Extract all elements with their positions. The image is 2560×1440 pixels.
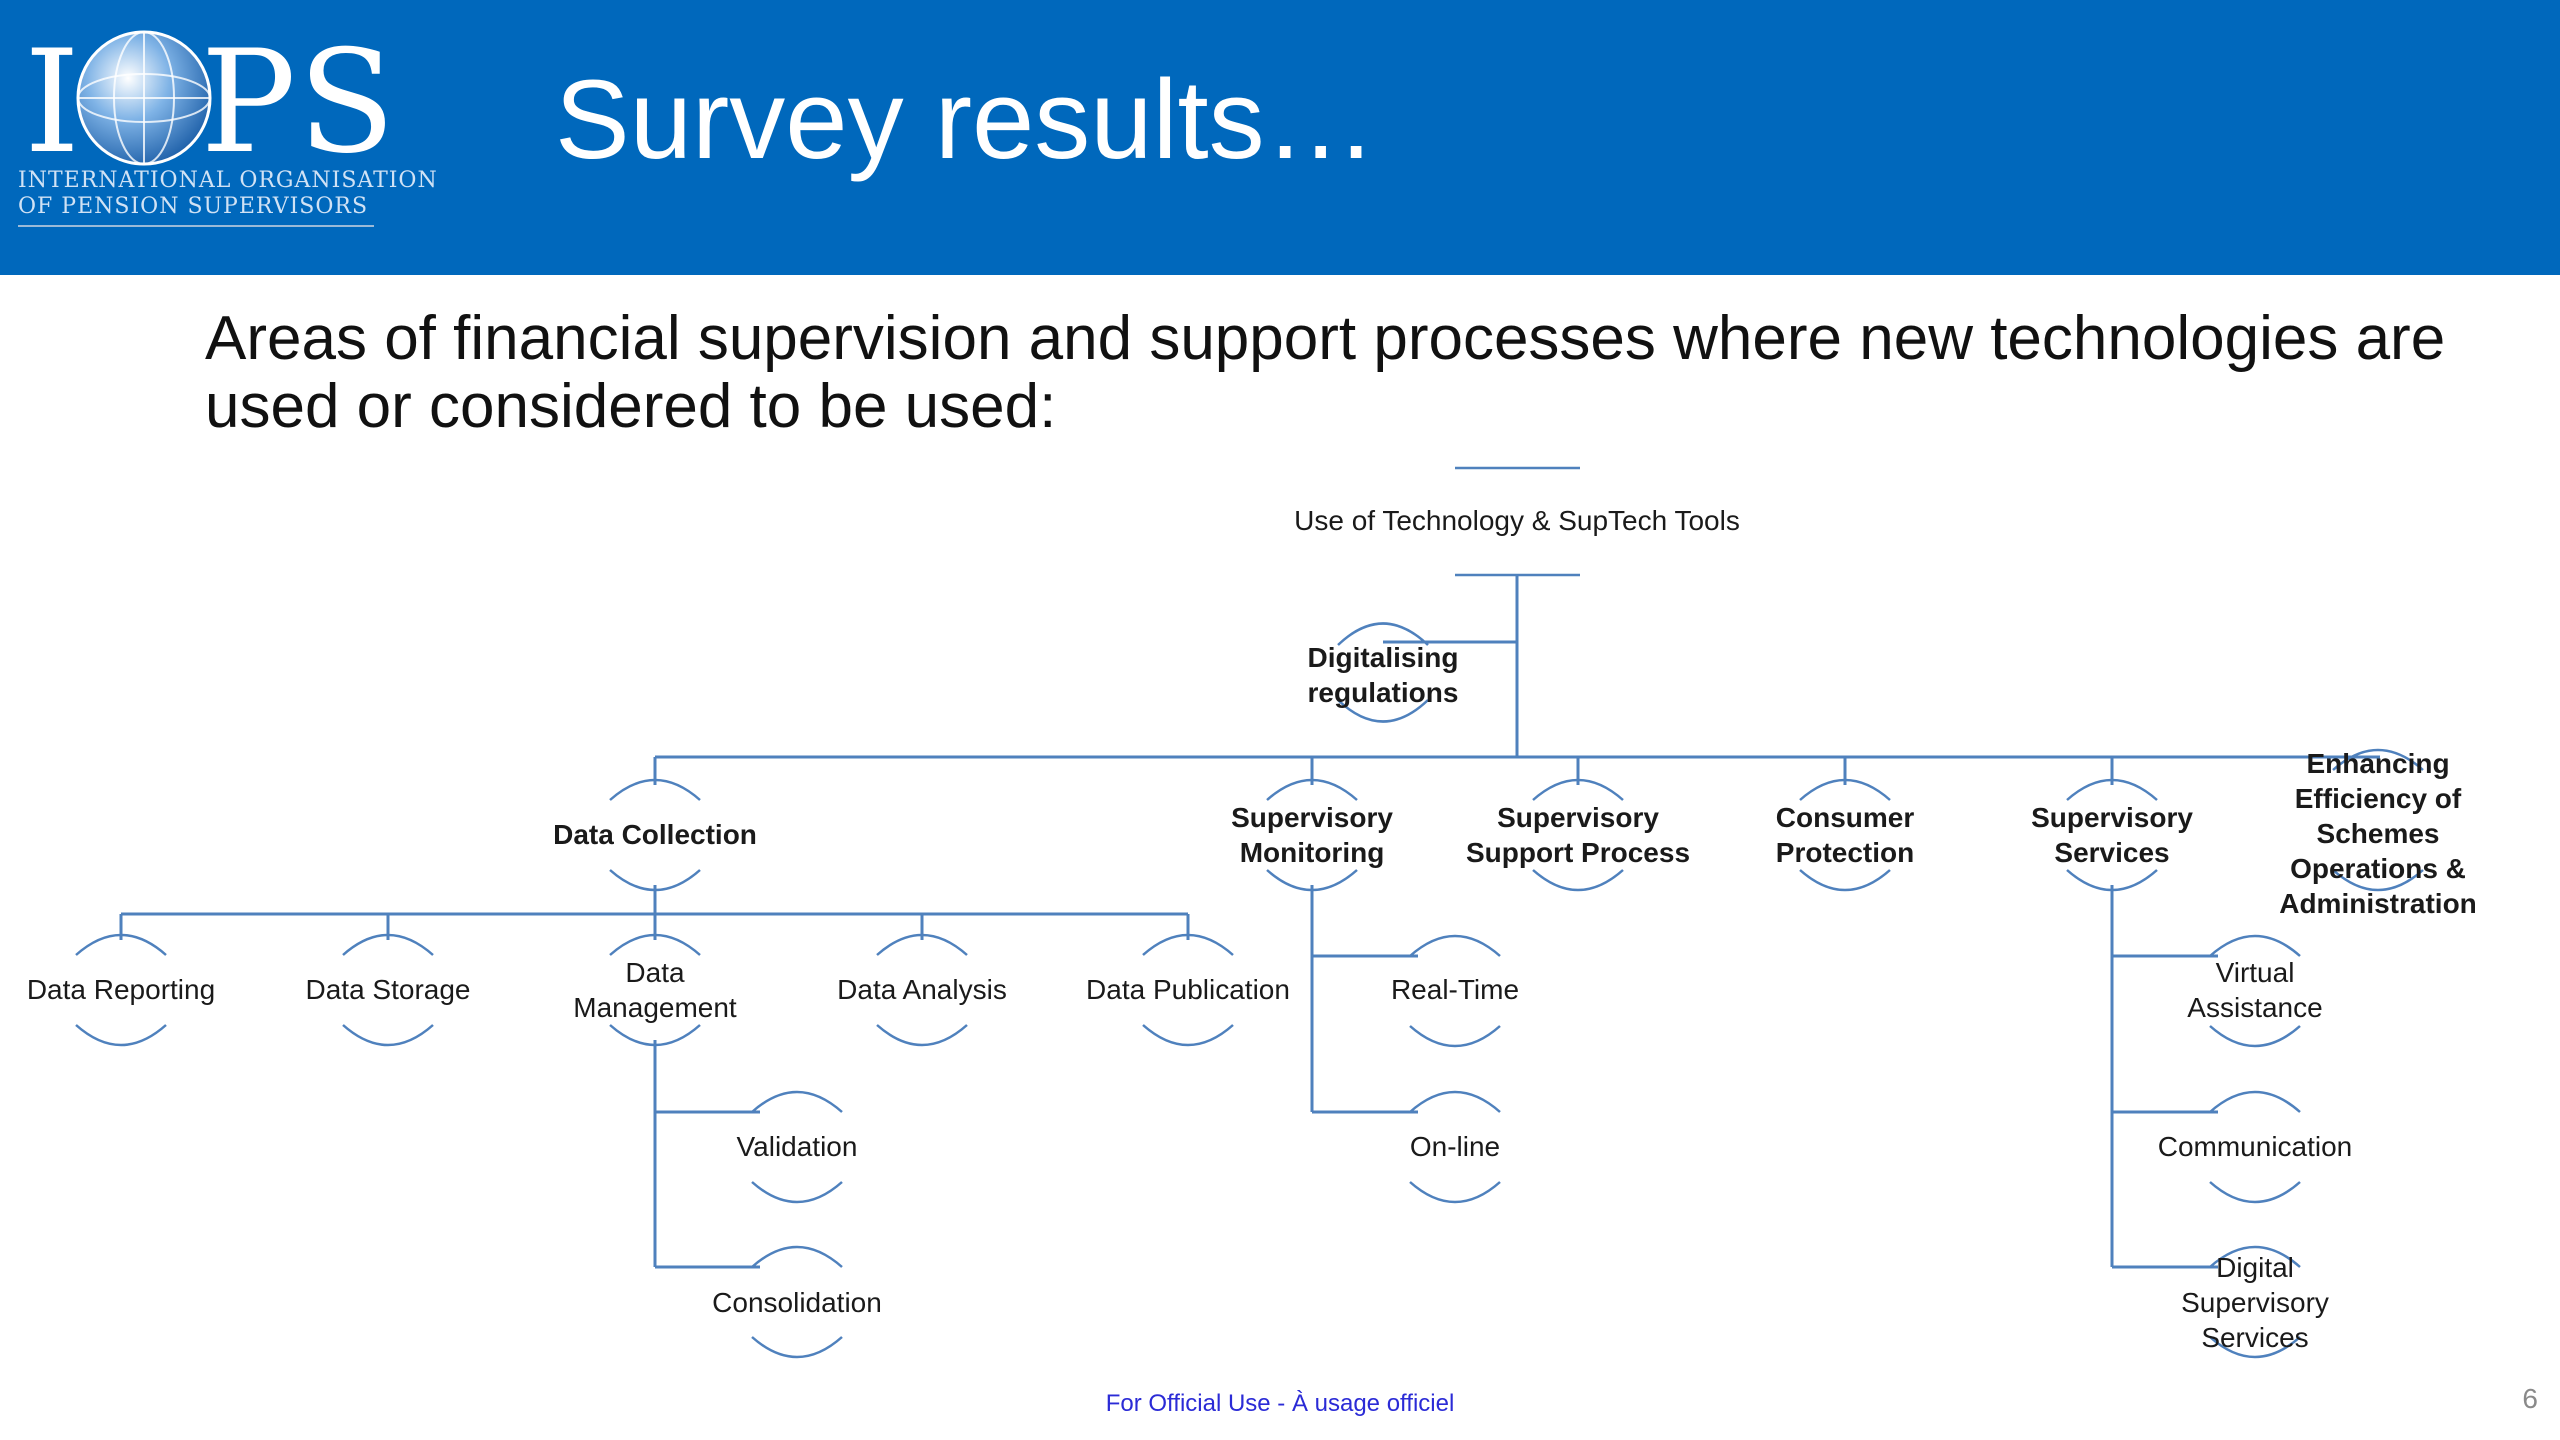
node-enhancing-efficiency: Enhancing Efficiency of Schemes Operatio… (2279, 748, 2477, 919)
logo-divider (18, 225, 374, 227)
node-on-line: On-line (1409, 1131, 1501, 1162)
node-data-collection: Data Collection (553, 819, 757, 850)
node-data-management: Data Management (573, 957, 737, 1023)
slide-subtitle: Areas of financial supervision and suppo… (205, 304, 2446, 441)
node-data-reporting: Data Reporting (26, 974, 216, 1005)
node-digitalising-regulations: Digitalising regulations (1307, 642, 1459, 708)
node-consumer-protection: Consumer Protection (1775, 802, 1915, 868)
logo-subtitle-line2: OF PENSION SUPERVISORS (18, 194, 369, 219)
node-supervisory-monitoring: Supervisory Monitoring (1231, 802, 1393, 868)
node-virtual-assistance: Virtual Assistance (2187, 957, 2323, 1023)
header-banner: IOPS INTERNATIONAL ORGANISATION OF PENSI… (0, 0, 2560, 275)
node-data-analysis: Data Analysis (837, 974, 1007, 1005)
slide-title: Survey results… (555, 57, 1377, 182)
page-number: 6 (2522, 1383, 2538, 1414)
node-supervisory-support-process: Supervisory Support Process (1465, 802, 1691, 868)
node-digital-supervisory-services: Digital Supervisory Services (2181, 1252, 2329, 1353)
node-consolidation: Consolidation (712, 1287, 882, 1318)
node-communication: Communication (2157, 1131, 2353, 1162)
node-real-time: Real-Time (1390, 974, 1520, 1005)
node-validation: Validation (736, 1131, 858, 1162)
node-root: Use of Technology & SupTech Tools (1294, 505, 1740, 536)
node-data-publication: Data Publication (1086, 974, 1290, 1005)
footer-classification: For Official Use - À usage officiel (1105, 1390, 1455, 1417)
node-supervisory-services: Supervisory Services (2031, 802, 2193, 868)
iops-logo: IOPS INTERNATIONAL ORGANISATION OF PENSI… (14, 18, 437, 233)
globe-icon (76, 30, 212, 166)
logo-subtitle-line1: INTERNATIONAL ORGANISATION (18, 168, 438, 193)
node-data-storage: Data Storage (305, 974, 471, 1005)
